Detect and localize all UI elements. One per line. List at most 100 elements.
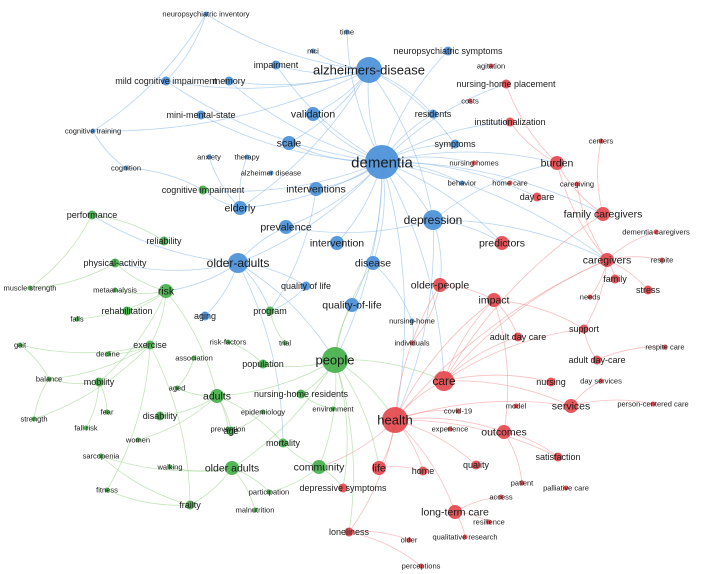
node-impairment[interactable] (271, 60, 281, 70)
node-quality-of-life[interactable] (301, 281, 311, 291)
node-mild-cognitive-impairment[interactable] (161, 76, 171, 86)
node-women[interactable] (135, 437, 141, 443)
node-family[interactable] (610, 274, 620, 284)
node-stress[interactable] (643, 285, 653, 295)
node-quality[interactable] (471, 460, 481, 470)
node-individuals[interactable] (409, 340, 415, 346)
node-balance[interactable] (46, 376, 52, 382)
node-person-centered-care[interactable] (650, 401, 656, 407)
node-home[interactable] (418, 466, 428, 476)
node-impact[interactable] (487, 293, 501, 307)
node-memory[interactable] (224, 76, 234, 86)
node-aging[interactable] (200, 311, 210, 321)
node-dementia[interactable] (365, 145, 399, 179)
node-resilience[interactable] (486, 519, 492, 525)
node-cognitive-impairment[interactable] (198, 185, 208, 195)
node-centers[interactable] (598, 138, 604, 144)
node-cognition[interactable] (123, 165, 129, 171)
node-epidemiology[interactable] (260, 409, 266, 415)
node-institutionalization[interactable] (505, 117, 515, 127)
node-symptoms[interactable] (450, 139, 460, 149)
node-support[interactable] (579, 324, 589, 334)
node-sarcopenia[interactable] (98, 453, 104, 459)
node-intervention[interactable] (330, 236, 344, 250)
node-costs[interactable] (467, 98, 473, 104)
node-disease[interactable] (366, 256, 380, 270)
node-loneliness[interactable] (344, 527, 354, 537)
node-adult-day-care[interactable] (513, 332, 523, 342)
node-model[interactable] (513, 403, 519, 409)
node-gait[interactable] (17, 342, 23, 348)
node-therapy[interactable] (244, 154, 250, 160)
node-older-adults[interactable] (228, 253, 248, 273)
node-adult-day-care[interactable] (592, 355, 602, 365)
node-mortality[interactable] (278, 438, 288, 448)
node-depressive-symptoms[interactable] (338, 483, 348, 493)
node-elderly[interactable] (233, 201, 247, 215)
node-health[interactable] (382, 407, 408, 433)
node-respite[interactable] (659, 257, 665, 263)
node-experience[interactable] (447, 426, 453, 432)
node-anxiety[interactable] (206, 154, 212, 160)
node-scale[interactable] (282, 136, 296, 150)
node-metaanalysis[interactable] (112, 287, 118, 293)
node-disability[interactable] (155, 411, 165, 421)
node-neuropsychiatric-inventory[interactable] (203, 11, 209, 17)
node-needs[interactable] (587, 294, 593, 300)
node-qualitative-research[interactable] (462, 534, 468, 540)
node-alzheimer-disease[interactable] (268, 170, 274, 176)
node-dementia-caregivers[interactable] (653, 229, 659, 235)
node-environment[interactable] (330, 406, 336, 412)
node-older-adults[interactable] (225, 461, 239, 475)
node-services[interactable] (564, 399, 578, 413)
node-muscle-strength[interactable] (27, 285, 33, 291)
node-adults[interactable] (210, 389, 224, 403)
node-prevalence[interactable] (279, 220, 293, 234)
node-caregivers[interactable] (600, 253, 614, 267)
node-predictors[interactable] (495, 236, 509, 250)
node-aged[interactable] (174, 385, 180, 391)
node-nursing-homes[interactable] (471, 160, 477, 166)
node-fear[interactable] (104, 409, 110, 415)
node-participation[interactable] (266, 489, 272, 495)
node-covid-19[interactable] (455, 408, 461, 414)
node-outcomes[interactable] (497, 425, 511, 439)
node-falls[interactable] (74, 316, 80, 322)
node-mci[interactable] (310, 48, 316, 54)
node-rehabilitation[interactable] (122, 306, 132, 316)
node-patient[interactable] (519, 480, 525, 486)
node-frailty[interactable] (185, 500, 195, 510)
node-older[interactable] (406, 537, 412, 543)
node-nursing-home-residents[interactable] (296, 389, 306, 399)
node-trial[interactable] (282, 340, 288, 346)
node-care[interactable] (434, 371, 454, 391)
node-access[interactable] (498, 494, 504, 500)
node-residents[interactable] (428, 109, 438, 119)
node-strength[interactable] (31, 416, 37, 422)
node-time[interactable] (344, 29, 350, 35)
node-behavior[interactable] (459, 180, 465, 186)
node-agitation[interactable] (488, 63, 494, 69)
node-community[interactable] (312, 460, 326, 474)
node-mobility[interactable] (94, 377, 104, 387)
node-neuropsychiatric-symptoms[interactable] (443, 46, 453, 56)
node-association[interactable] (191, 355, 197, 361)
node-risk-factors[interactable] (225, 339, 231, 345)
node-risk[interactable] (159, 284, 173, 298)
node-interventions[interactable] (309, 182, 323, 196)
node-malnutrition[interactable] (252, 507, 258, 513)
node-day-services[interactable] (598, 378, 604, 384)
node-family-caregivers[interactable] (596, 207, 610, 221)
node-perceptions[interactable] (418, 563, 424, 569)
node-reliability[interactable] (159, 236, 169, 246)
node-nursing[interactable] (546, 377, 556, 387)
node-cognitive-training[interactable] (90, 128, 96, 134)
node-age[interactable] (226, 426, 236, 436)
node-people[interactable] (322, 347, 348, 373)
node-older-people[interactable] (433, 278, 447, 292)
node-burden[interactable] (550, 156, 564, 170)
node-performance[interactable] (87, 210, 97, 220)
node-long-term-care[interactable] (448, 505, 462, 519)
node-population[interactable] (258, 359, 268, 369)
node-satisfaction[interactable] (553, 452, 563, 462)
